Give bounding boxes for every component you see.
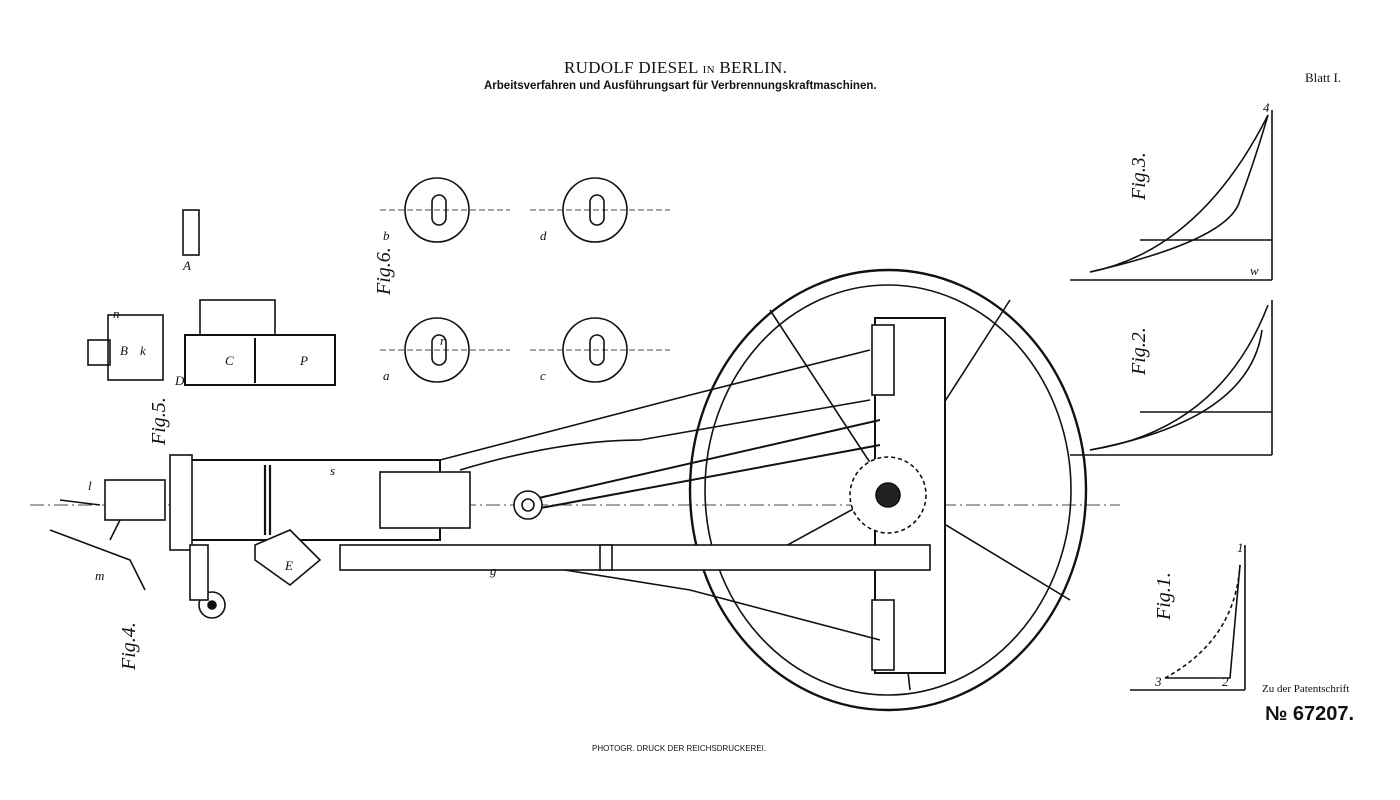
label-D: D: [174, 373, 185, 388]
patent-reference: Zu der Patentschrift: [1262, 683, 1350, 695]
title-city: BERLIN.: [719, 58, 788, 77]
cylinder-fig4: [49, 454, 471, 619]
label-b: b: [383, 228, 390, 243]
indicator-diagram-fig1: [1130, 545, 1246, 691]
label-m: m: [95, 568, 104, 583]
cylinder-fig5: [87, 209, 336, 386]
title-in: IN: [702, 64, 715, 76]
drawing-title: RUDOLF DIESEL IN BERLIN.: [564, 58, 787, 78]
label-n: n: [113, 306, 120, 321]
fig1-label: Fig.1.: [1153, 572, 1175, 621]
label-w: w: [1250, 263, 1259, 278]
patent-number: № 67207.: [1265, 703, 1355, 725]
label-l: l: [88, 478, 92, 493]
label-A: A: [182, 258, 191, 273]
label-point-2: 2: [1222, 674, 1229, 689]
flywheel: [688, 268, 1088, 712]
label-c: c: [540, 368, 546, 383]
engine-frame: [339, 349, 931, 641]
label-d: d: [540, 228, 547, 243]
fig3-label: Fig.3.: [1128, 152, 1150, 201]
drawing-subtitle: Arbeitsverfahren und Ausführungsart für …: [484, 80, 877, 92]
label-r: r: [440, 333, 446, 348]
label-point-4: 4: [1263, 100, 1270, 115]
label-point-1: 1: [1237, 540, 1244, 555]
fig6-label: Fig.6.: [373, 247, 395, 296]
fig4-label: Fig.4.: [118, 622, 140, 671]
sheet-number: Blatt I.: [1305, 70, 1342, 85]
indicator-diagram-fig3: [1070, 110, 1273, 281]
label-B: B: [120, 343, 128, 358]
label-point-3: 3: [1154, 674, 1162, 689]
fig2-label: Fig.2.: [1128, 327, 1150, 376]
indicator-diagram-fig2: [1070, 300, 1273, 456]
label-a: a: [383, 368, 390, 383]
fig5-label: Fig.5.: [148, 397, 170, 446]
label-E: E: [284, 558, 293, 573]
label-C: C: [225, 353, 234, 368]
valves-fig6: [380, 177, 670, 383]
label-s: s: [330, 463, 335, 478]
printer-note: PHOTOGR. DRUCK DER REICHSDRUCKEREI.: [592, 744, 767, 753]
title-name: RUDOLF DIESEL: [564, 58, 699, 77]
label-g: g: [490, 563, 497, 578]
label-k: k: [140, 343, 146, 358]
label-P: P: [299, 353, 308, 368]
